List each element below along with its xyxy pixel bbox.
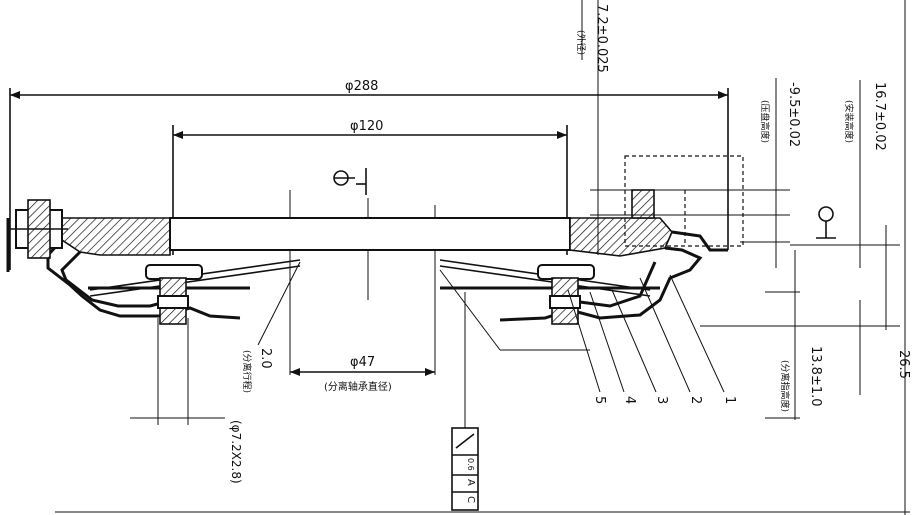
travel-value: 2.0 bbox=[258, 348, 273, 369]
datum-symbol-a bbox=[790, 206, 900, 330]
tol-4-value: 13.8±1.0 bbox=[808, 346, 823, 407]
dim-phi47-label: φ47 bbox=[350, 355, 375, 370]
tol-5-value: 26.5 bbox=[896, 350, 911, 379]
dim-phi120-label: φ120 bbox=[350, 119, 383, 134]
dim-phi47-note: (分离轴承直径) bbox=[324, 380, 392, 393]
dim-phi120: φ120 bbox=[172, 119, 568, 255]
fcf-cell-1: 0.6 bbox=[466, 458, 475, 471]
hole-label: (φ7.2X2.8) bbox=[229, 420, 243, 484]
dashed-outline bbox=[590, 155, 790, 247]
flange-bolt-left bbox=[6, 199, 68, 272]
feature-control-frame: 0.6 A C bbox=[451, 292, 479, 511]
tol-1-value: 7.2±0.025 bbox=[594, 4, 609, 73]
dim-phi47: φ47 (分离轴承直径) bbox=[290, 355, 435, 393]
tol-3-value: 16.7±0.02 bbox=[872, 82, 887, 151]
part-label-1: 1 bbox=[722, 396, 737, 404]
tol-4-note: (分离指高度) bbox=[779, 360, 791, 412]
dim-travel: 2.0 (分离行程) bbox=[241, 261, 301, 393]
dim-tol-1: 7.2±0.025 (外径) bbox=[575, 0, 609, 255]
dim-tol-4: 13.8±1.0 (分离指高度) bbox=[765, 250, 823, 420]
dim-tol-5: 26.5 bbox=[700, 300, 911, 395]
tol-2-note: (压盘高度) bbox=[759, 100, 771, 143]
fcf-cell-2: A bbox=[465, 479, 476, 486]
border-lines bbox=[55, 0, 910, 515]
fcf-cell-3: C bbox=[465, 496, 476, 503]
tol-1-note: (外径) bbox=[575, 30, 587, 55]
pressure-plate bbox=[169, 217, 571, 251]
dim-phi288: φ288 bbox=[9, 79, 729, 270]
travel-note: (分离行程) bbox=[241, 350, 253, 393]
part-leaders bbox=[439, 269, 725, 393]
dim-hole: (φ7.2X2.8) bbox=[130, 318, 243, 484]
dim-tol-2: -9.5±0.02 (压盘高度) bbox=[740, 78, 801, 268]
tol-2-value: -9.5±0.02 bbox=[786, 82, 801, 147]
dim-tol-3: 16.7±0.02 (安装高度) bbox=[843, 80, 887, 268]
part-label-2: 2 bbox=[688, 396, 703, 404]
tol-3-note: (安装高度) bbox=[843, 100, 855, 143]
part-label-4: 4 bbox=[622, 396, 637, 404]
dim-phi288-label: φ288 bbox=[345, 79, 378, 94]
rivet-right bbox=[537, 264, 595, 325]
part-label-3: 3 bbox=[654, 396, 669, 404]
part-label-5: 5 bbox=[592, 396, 607, 404]
rivet-left bbox=[145, 264, 203, 325]
datum-symbol-top bbox=[333, 168, 367, 195]
